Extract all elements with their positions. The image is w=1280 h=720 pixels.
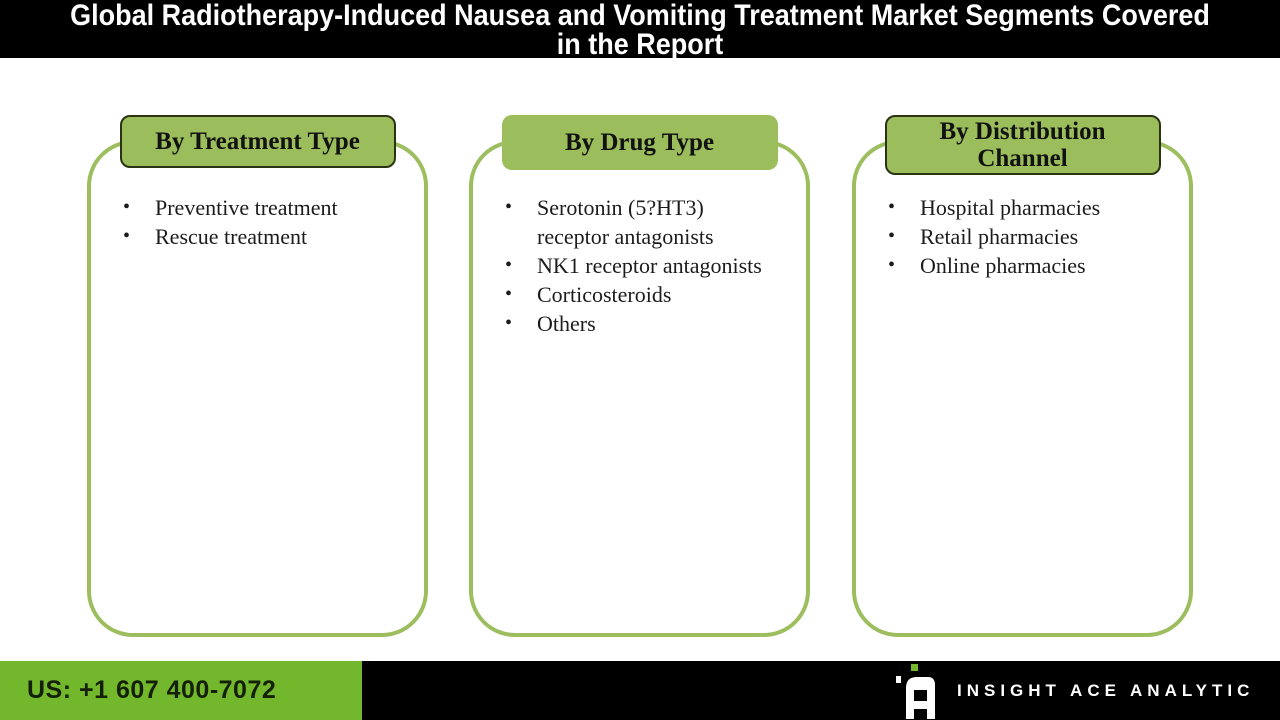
phone-number: US: +1 607 400-7072 (27, 676, 277, 704)
segment-header-treatment-type: By Treatment Type (119, 115, 396, 168)
segment-body: Preventive treatment Rescue treatment (91, 144, 424, 251)
segment-item-list: Preventive treatment Rescue treatment (121, 193, 406, 251)
segment-header-label: By Drug Type (564, 129, 715, 156)
list-item: Hospital pharmacies (886, 193, 1158, 222)
list-item: Online pharmacies (886, 251, 1158, 280)
segment-header-label: By Distribution (939, 118, 1106, 145)
insight-ace-logo-icon (896, 664, 935, 719)
segment-card-treatment-type: By Treatment Type Preventive treatment R… (87, 115, 428, 637)
list-item: Corticosteroids (503, 280, 775, 309)
page-title-line-1: Global Radiotherapy-Induced Nausea and V… (70, 0, 1210, 32)
list-item: Rescue treatment (121, 222, 393, 251)
phone-box: US: +1 607 400-7072 (0, 661, 362, 720)
brand-name: INSIGHT ACE ANALYTIC (957, 680, 1255, 700)
page-title-line-2: in the Report (556, 28, 724, 61)
segment-item-list: Serotonin (5?HT3) receptor antagonists N… (503, 193, 788, 338)
segment-header-label: By Treatment Type (155, 128, 360, 155)
segment-item-list: Hospital pharmacies Retail pharmacies On… (886, 193, 1171, 280)
list-item: Serotonin (5?HT3) receptor antagonists (503, 193, 775, 251)
segment-card-distribution-channel: By Distribution Channel Hospital pharmac… (852, 115, 1193, 637)
title-bar: Global Radiotherapy-Induced Nausea and V… (0, 0, 1280, 61)
list-item: NK1 receptor antagonists (503, 251, 775, 280)
segment-header-drug-type: By Drug Type (501, 115, 778, 170)
footer-bar: US: +1 607 400-7072 INSIGHT ACE ANALYTIC (0, 661, 1280, 720)
segment-card-drug-type: By Drug Type Serotonin (5?HT3) receptor … (469, 115, 810, 637)
segment-header-distribution-channel: By Distribution Channel (884, 115, 1161, 175)
list-item: Retail pharmacies (886, 222, 1158, 251)
list-item: Others (503, 309, 775, 338)
list-item: Preventive treatment (121, 193, 393, 222)
segment-body: Hospital pharmacies Retail pharmacies On… (856, 144, 1189, 280)
segment-header-label-2: Channel (977, 145, 1068, 172)
segment-body: Serotonin (5?HT3) receptor antagonists N… (473, 144, 806, 338)
